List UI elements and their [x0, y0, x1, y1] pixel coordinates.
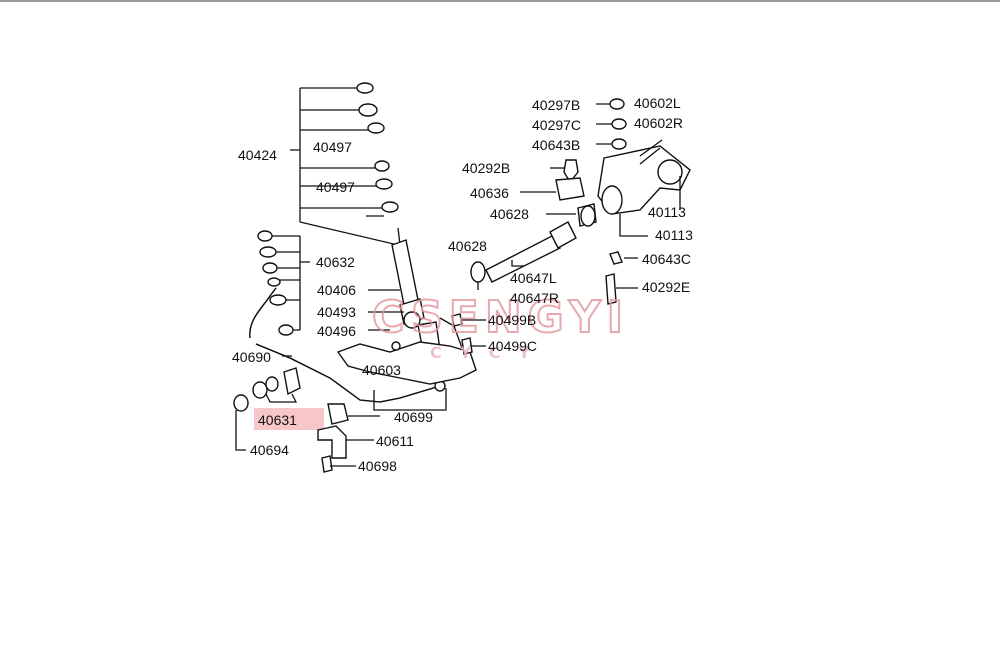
highlight-box: [254, 408, 324, 430]
leader-lines: [282, 215, 404, 357]
label-40643C: 40643C: [642, 251, 691, 267]
top-border: [0, 0, 1000, 2]
label-40603: 40603: [362, 362, 401, 378]
label-40297C: 40297C: [532, 117, 581, 133]
label-40424: 40424: [238, 147, 277, 163]
label-40499C: 40499C: [488, 338, 537, 354]
label-40632: 40632: [316, 254, 355, 270]
label-40113-lower: 40113: [655, 227, 693, 243]
label-40499B: 40499B: [488, 312, 536, 328]
label-40602R: 40602R: [634, 115, 683, 131]
label-40699: 40699: [394, 409, 433, 425]
label-40493: 40493: [317, 304, 356, 320]
label-40628-upper: 40628: [490, 206, 529, 222]
label-40647L: 40647L: [510, 270, 557, 286]
watermark: CSENGYI CYCY: [371, 291, 629, 362]
label-40602L: 40602L: [634, 95, 681, 111]
upper-arm: [597, 139, 691, 237]
shaft-40647: [470, 221, 577, 290]
label-40643B: 40643B: [532, 137, 580, 153]
label-40698: 40698: [358, 458, 397, 474]
label-40628-lower: 40628: [448, 238, 487, 254]
shock-hardware: [356, 82, 399, 213]
label-40297B: 40297B: [532, 97, 580, 113]
bracket-40424-lines: [290, 87, 399, 246]
right-hardware: [520, 98, 627, 227]
bracket-40632-lines: [268, 235, 310, 331]
label-40631: 40631: [258, 412, 297, 428]
clamp-40699: [317, 403, 380, 473]
label-40292E: 40292E: [642, 279, 690, 295]
label-40611: 40611: [376, 433, 414, 449]
bushing-assembly: [233, 367, 301, 451]
bolts-right: [451, 251, 638, 355]
label-40113-upper: 40113: [648, 204, 686, 220]
svg-text:CSENGYI: CSENGYI: [372, 292, 629, 343]
label-40497-lower: 40497: [316, 179, 355, 195]
part-labels: 40424 40497 40497 40632 40406 40493 4049…: [232, 95, 693, 474]
label-40636: 40636: [470, 185, 509, 201]
label-40647R: 40647R: [510, 290, 559, 306]
svg-text:CYCY: CYCY: [430, 343, 548, 362]
stabilizer-bar: [249, 287, 446, 403]
label-40496: 40496: [317, 323, 356, 339]
label-40292B: 40292B: [462, 160, 510, 176]
label-40497-upper: 40497: [313, 139, 352, 155]
link-hardware: [257, 230, 294, 336]
label-40694: 40694: [250, 442, 289, 458]
label-40406: 40406: [317, 282, 356, 298]
label-40690: 40690: [232, 349, 271, 365]
